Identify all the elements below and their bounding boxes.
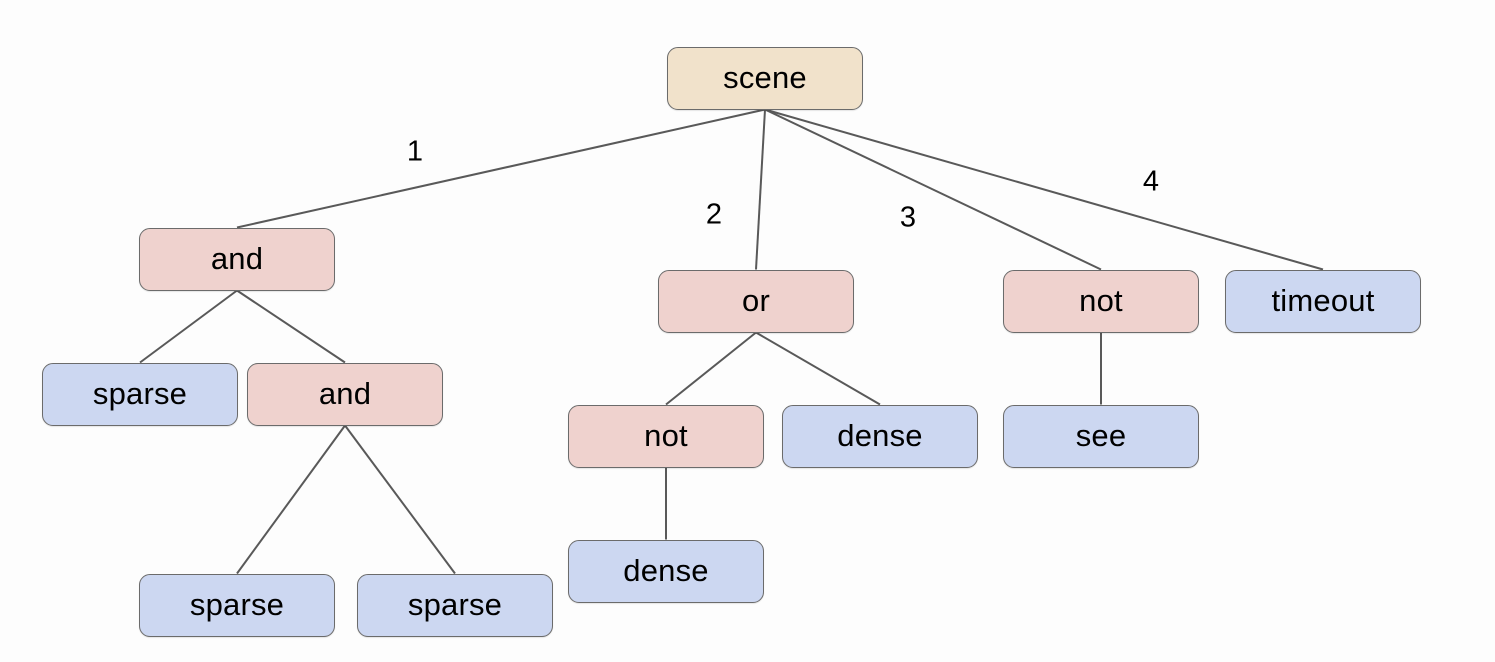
tree-node-label: scene: [723, 59, 807, 95]
tree-node-dense2[interactable]: dense: [782, 404, 978, 468]
tree-node-dense1[interactable]: dense: [568, 539, 764, 603]
edge-label-scene-or1: 2: [705, 198, 723, 231]
tree-node-and1[interactable]: and: [139, 227, 335, 291]
tree-node-sparse2[interactable]: sparse: [139, 573, 335, 637]
tree-edge-and2-sparse2: [236, 424, 346, 575]
edge-label-scene-not2: 3: [899, 201, 917, 234]
tree-edge-scene-not2: [764, 108, 1102, 271]
tree-node-label: sparse: [407, 586, 503, 622]
tree-node-label: and: [318, 375, 372, 411]
tree-node-label: dense: [837, 417, 923, 453]
tree-edge-scene-timeout1: [764, 108, 1324, 271]
tree-edge-and2-sparse3: [344, 424, 456, 575]
edge-label-scene-timeout1: 4: [1142, 165, 1160, 198]
tree-edge-scene-and1: [236, 108, 766, 229]
tree-edge-and1-and2: [236, 289, 346, 364]
tree-node-label: not: [644, 417, 688, 453]
tree-node-label: timeout: [1271, 282, 1375, 318]
tree-node-or1[interactable]: or: [658, 269, 854, 333]
tree-node-sparse3[interactable]: sparse: [357, 573, 553, 637]
tree-node-timeout1[interactable]: timeout: [1225, 269, 1421, 333]
tree-node-scene[interactable]: scene: [667, 46, 863, 110]
tree-node-sparse1[interactable]: sparse: [42, 362, 238, 426]
tree-node-label: not: [1079, 282, 1123, 318]
tree-node-label: and: [210, 240, 264, 276]
tree-edge-or1-not1: [665, 331, 757, 406]
tree-node-label: dense: [623, 552, 709, 588]
tree-node-and2[interactable]: and: [247, 362, 443, 426]
tree-edge-and1-sparse1: [139, 289, 238, 364]
tree-node-label: sparse: [92, 375, 188, 411]
tree-edge-or1-dense2: [755, 331, 881, 406]
tree-node-see1[interactable]: see: [1003, 404, 1199, 468]
tree-node-not1[interactable]: not: [568, 404, 764, 468]
tree-edge-scene-or1: [755, 109, 766, 270]
tree-node-label: sparse: [189, 586, 285, 622]
edge-label-scene-and1: 1: [406, 135, 424, 168]
tree-node-label: or: [742, 282, 770, 318]
tree-node-label: see: [1075, 417, 1127, 453]
tree-node-not2[interactable]: not: [1003, 269, 1199, 333]
